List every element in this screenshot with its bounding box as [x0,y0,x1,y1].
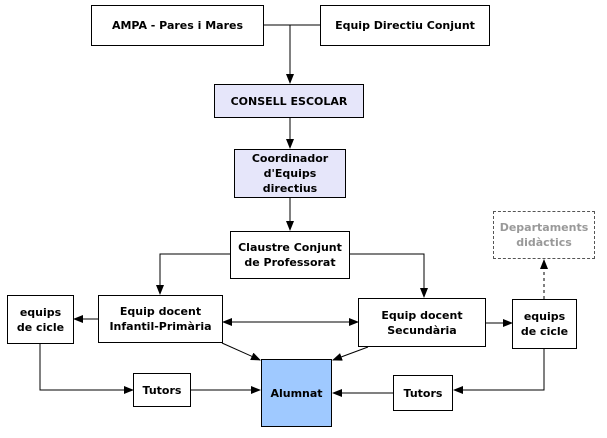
node-claustre: Claustre Conjunt de Professorat [230,231,350,279]
edge-claustre-infantil [156,253,230,295]
node-coordinador: Coordinador d'Equips directius [234,149,346,198]
edge-secundaria-alumnat [332,346,369,361]
node-consell-escolar: CONSELL ESCOLAR [214,84,364,118]
edge-claustre-secundaria [350,253,428,298]
edge-infantil-alumnat [221,342,261,361]
node-ampa: AMPA - Pares i Mares [91,5,264,46]
node-equips-cicle-left: equips de cicle [7,295,74,344]
edge-cicle-tutors-right [453,349,545,394]
node-equip-infantil: Equip docent Infantil-Primària [98,295,223,343]
node-equip-directiu: Equip Directiu Conjunt [320,5,490,46]
node-equips-cicle-right: equips de cicle [512,299,577,349]
node-tutors-left: Tutors [133,373,191,407]
node-alumnat: Alumnat [261,359,332,427]
edge-ampa-consell [264,24,294,84]
node-tutors-right: Tutors [393,375,453,411]
node-departaments: Departaments didàctics [493,211,595,259]
node-equip-secundaria: Equip docent Secundària [358,298,486,347]
edge-cicle-tutors-left [39,344,134,394]
